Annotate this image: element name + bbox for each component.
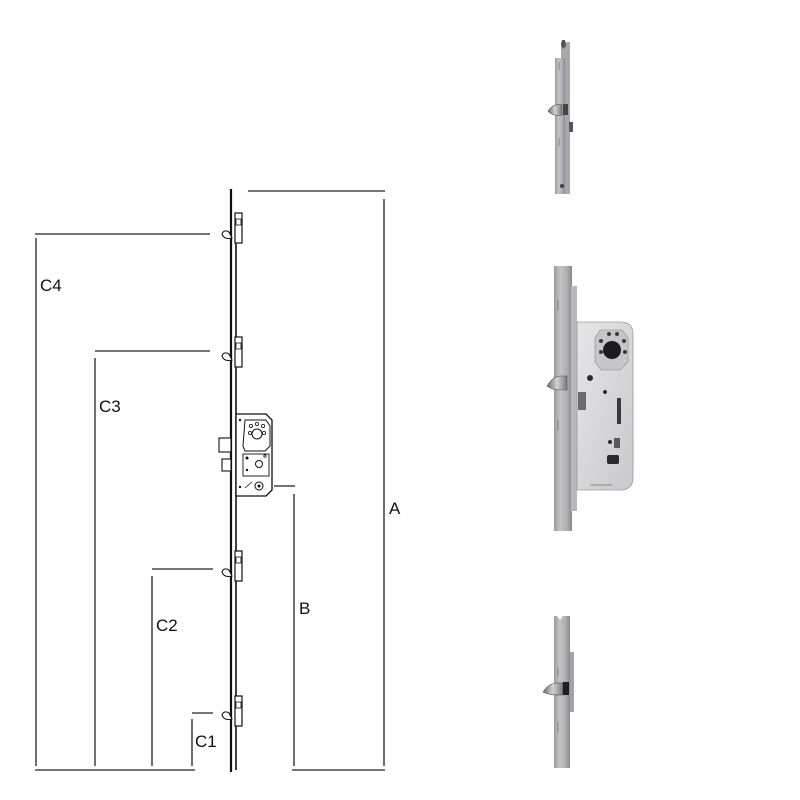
dim-label-c1: C1	[195, 732, 217, 751]
latch-module-lower	[221, 550, 243, 582]
latch-module-bottom	[221, 695, 243, 727]
top-latch-module-photo	[547, 40, 573, 194]
bottom-latch-module-photo	[542, 616, 574, 768]
dim-label-c2: C2	[156, 616, 178, 635]
main-gearbox-lock-photo	[546, 266, 634, 531]
dim-label-c3: C3	[99, 397, 121, 416]
technical-drawing	[35, 189, 385, 772]
latch-module-top	[221, 212, 243, 244]
latch-module-upper	[221, 336, 243, 368]
dimension-lines	[35, 190, 385, 771]
dim-label-b: B	[299, 599, 311, 618]
faceplate-bar	[229, 189, 237, 772]
dim-label-a: A	[389, 499, 401, 518]
gearbox-drawing	[218, 413, 273, 497]
dim-label-c4: C4	[40, 276, 62, 295]
